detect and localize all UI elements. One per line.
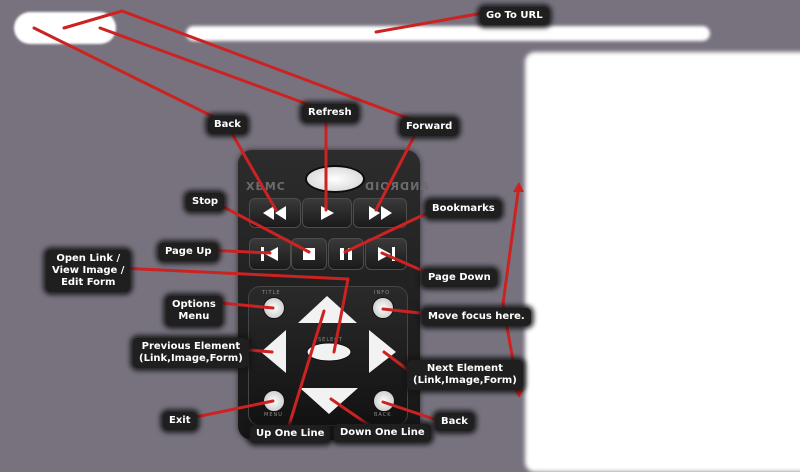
- pause-icon: [340, 248, 352, 260]
- play-button: [302, 198, 352, 228]
- fast-forward-icon: [369, 206, 392, 220]
- label-stop: Stop: [186, 193, 225, 211]
- label-back-top: Back: [208, 116, 247, 134]
- label-move-focus: Move focus here.: [422, 308, 531, 326]
- rewind-button: [249, 198, 301, 228]
- info-button: [372, 297, 394, 319]
- skip-back-button: [249, 238, 291, 270]
- label-up-one-line: Up One Line: [250, 425, 331, 443]
- label-forward: Forward: [400, 118, 459, 136]
- skip-back-icon: [261, 247, 278, 261]
- label-open-link: Open Link / View Image / Edit Form: [46, 250, 131, 292]
- diagram: XBMC ANDROID: [14, 7, 800, 472]
- menu-button: [263, 390, 285, 412]
- label-next-element: Next Element (Link,Image,Form): [407, 360, 523, 390]
- skip-forward-button: [365, 238, 407, 270]
- select-text: SELECT: [318, 337, 343, 343]
- remote-top-oval-button: [305, 165, 365, 193]
- url-bar: [186, 26, 710, 41]
- label-down-one-line: Down One Line: [334, 424, 431, 442]
- label-refresh: Refresh: [302, 104, 358, 122]
- page-content-area: [525, 52, 800, 472]
- label-back-bottom: Back: [435, 413, 474, 431]
- stop-button: [291, 238, 327, 270]
- label-page-down: Page Down: [422, 269, 497, 287]
- label-bookmarks: Bookmarks: [426, 200, 501, 218]
- pause-button: [328, 238, 364, 270]
- label-page-up: Page Up: [159, 243, 218, 261]
- title-button: [263, 297, 285, 319]
- label-go-to-url: Go To URL: [480, 7, 549, 25]
- brand-android: ANDROID: [364, 180, 429, 193]
- skip-forward-icon: [378, 247, 395, 261]
- brand-xbmc: XBMC: [246, 180, 286, 193]
- rewind-icon: [263, 206, 286, 220]
- browser-tab-pill: [14, 12, 116, 44]
- back-button: [373, 390, 395, 412]
- title-text: TITLE: [262, 290, 281, 296]
- label-exit: Exit: [163, 412, 197, 430]
- fast-forward-button: [353, 198, 407, 228]
- label-options-menu: Options Menu: [166, 296, 222, 326]
- info-text: INFO: [374, 290, 391, 296]
- back-text: BACK: [374, 412, 392, 418]
- play-icon: [321, 206, 334, 220]
- stop-icon: [303, 248, 315, 260]
- menu-text: MENU: [264, 412, 283, 418]
- label-previous-element: Previous Element (Link,Image,Form): [133, 338, 249, 368]
